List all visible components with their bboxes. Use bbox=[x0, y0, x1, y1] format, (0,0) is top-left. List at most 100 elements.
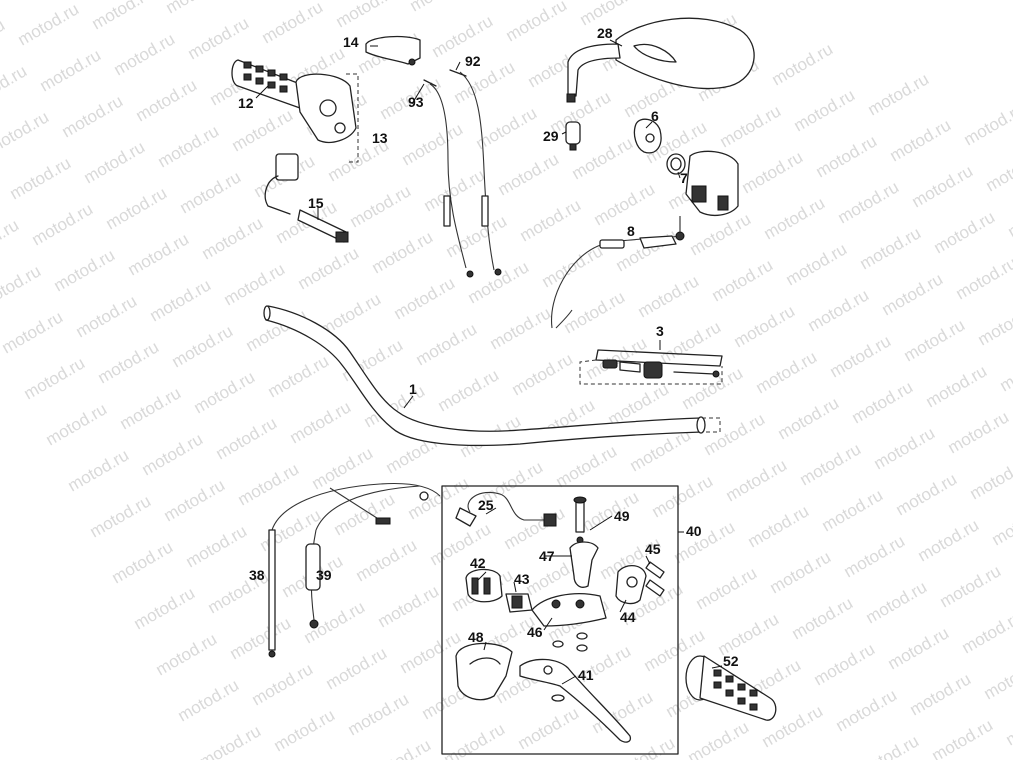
watermark-text: motod.ru bbox=[515, 703, 583, 753]
watermark-text: motod.ru bbox=[249, 659, 317, 709]
watermark-text: motod.ru bbox=[161, 475, 229, 525]
watermark-text: motod.ru bbox=[715, 609, 783, 659]
watermark-text: motod.ru bbox=[857, 223, 925, 273]
watermark-text: motod.ru bbox=[953, 253, 1013, 303]
watermark-text: motod.ru bbox=[717, 101, 785, 151]
watermark-text: motod.ru bbox=[495, 149, 563, 199]
watermark-text: motod.ru bbox=[0, 215, 22, 265]
watermark-text: motod.ru bbox=[309, 443, 377, 493]
left-grip-knurling bbox=[713, 669, 758, 711]
watermark-text: motod.ru bbox=[613, 225, 681, 275]
watermark-text: motod.ru bbox=[797, 439, 865, 489]
watermark-text: motod.ru bbox=[833, 685, 901, 735]
callout-46: 46 bbox=[527, 624, 543, 640]
watermark-text: motod.ru bbox=[451, 57, 519, 107]
callout-93: 93 bbox=[408, 94, 424, 110]
watermark-text: motod.ru bbox=[0, 107, 52, 157]
watermark-text: motod.ru bbox=[139, 429, 207, 479]
watermark-text: motod.ru bbox=[407, 0, 475, 15]
callout-8: 8 bbox=[627, 223, 635, 239]
callout-43: 43 bbox=[514, 571, 530, 587]
watermark-text: motod.ru bbox=[745, 501, 813, 551]
watermark-text: motod.ru bbox=[805, 285, 873, 335]
watermark-text: motod.ru bbox=[333, 0, 401, 31]
leader-lines bbox=[255, 39, 723, 685]
watermark-text: motod.ru bbox=[421, 165, 489, 215]
watermark-text: motod.ru bbox=[117, 383, 185, 433]
callout-1: 1 bbox=[409, 381, 417, 397]
watermark-text: motod.ru bbox=[945, 407, 1013, 457]
watermark-text: motod.ru bbox=[739, 147, 807, 197]
watermark-text: motod.ru bbox=[1005, 191, 1013, 241]
watermark-text: motod.ru bbox=[0, 0, 60, 3]
watermark-text: motod.ru bbox=[95, 337, 163, 387]
callout-42: 42 bbox=[470, 555, 486, 571]
watermark-text: motod.ru bbox=[331, 489, 399, 539]
watermark-text: motod.ru bbox=[909, 161, 977, 211]
watermark-text: motod.ru bbox=[199, 213, 267, 263]
callout-47: 47 bbox=[539, 548, 555, 564]
callout-14: 14 bbox=[343, 34, 359, 50]
watermark-text: motod.ru bbox=[197, 721, 265, 760]
watermark-text: motod.ru bbox=[73, 291, 141, 341]
watermark-text: motod.ru bbox=[885, 623, 953, 673]
watermark-text: motod.ru bbox=[391, 273, 459, 323]
callout-49: 49 bbox=[614, 508, 630, 524]
watermark-text: motod.ru bbox=[591, 179, 659, 229]
watermark-text: motod.ru bbox=[841, 531, 909, 581]
watermark-text: motod.ru bbox=[399, 119, 467, 169]
watermark-text: motod.ru bbox=[893, 469, 961, 519]
callout-52: 52 bbox=[723, 653, 739, 669]
watermark-text: motod.ru bbox=[229, 105, 297, 155]
callout-13: 13 bbox=[372, 130, 388, 146]
watermark-text: motod.ru bbox=[983, 145, 1013, 195]
callout-40: 40 bbox=[686, 523, 702, 539]
watermark-text: motod.ru bbox=[871, 423, 939, 473]
watermark-text: motod.ru bbox=[153, 629, 221, 679]
clutch-hose-part bbox=[550, 216, 685, 329]
watermark-text: motod.ru bbox=[981, 653, 1013, 703]
watermark-text: motod.ru bbox=[487, 303, 555, 353]
watermark-text: motod.ru bbox=[29, 199, 97, 249]
callout-12: 12 bbox=[238, 95, 254, 111]
watermark-text: motod.ru bbox=[865, 69, 933, 119]
watermark-text: motod.ru bbox=[783, 239, 851, 289]
watermark-text: motod.ru bbox=[177, 167, 245, 217]
throttle-cables-part bbox=[423, 69, 502, 278]
watermark-text: motod.ru bbox=[1003, 699, 1013, 749]
callout-28: 28 bbox=[597, 25, 613, 41]
watermark-text: motod.ru bbox=[147, 275, 215, 325]
watermark-text: motod.ru bbox=[265, 351, 333, 401]
watermark-text: motod.ru bbox=[553, 441, 621, 491]
callout-25: 25 bbox=[478, 497, 494, 513]
watermark-text: motod.ru bbox=[89, 0, 157, 33]
watermark-text: motod.ru bbox=[429, 11, 497, 61]
throttle-cover-part bbox=[365, 35, 421, 66]
watermark-text: motod.ru bbox=[37, 45, 105, 95]
watermark-text: motod.ru bbox=[185, 13, 253, 63]
watermark-text: motod.ru bbox=[133, 75, 201, 125]
mirror-adaptor-part bbox=[565, 121, 581, 151]
watermark-text: motod.ru bbox=[367, 735, 435, 760]
watermark-text: motod.ru bbox=[235, 459, 303, 509]
callout-45: 45 bbox=[645, 541, 661, 557]
watermark-text: motod.ru bbox=[789, 593, 857, 643]
watermark-text: motod.ru bbox=[937, 561, 1005, 611]
watermark-text: motod.ru bbox=[163, 0, 231, 17]
watermark-text: motod.ru bbox=[791, 85, 859, 135]
watermark-text: motod.ru bbox=[375, 581, 443, 631]
watermark-text: motod.ru bbox=[657, 317, 725, 367]
kill-switch-part bbox=[264, 153, 349, 243]
watermark-text: motod.ru bbox=[345, 689, 413, 739]
watermark-text: motod.ru bbox=[863, 577, 931, 627]
watermark-text: motod.ru bbox=[0, 61, 30, 111]
watermark-text: motod.ru bbox=[175, 675, 243, 725]
callout-92: 92 bbox=[465, 53, 481, 69]
watermark-text: motod.ru bbox=[583, 333, 651, 383]
watermark-text: motod.ru bbox=[7, 153, 75, 203]
watermark-text: motod.ru bbox=[81, 137, 149, 187]
callout-41: 41 bbox=[578, 667, 594, 683]
watermark-text: motod.ru bbox=[353, 535, 421, 585]
